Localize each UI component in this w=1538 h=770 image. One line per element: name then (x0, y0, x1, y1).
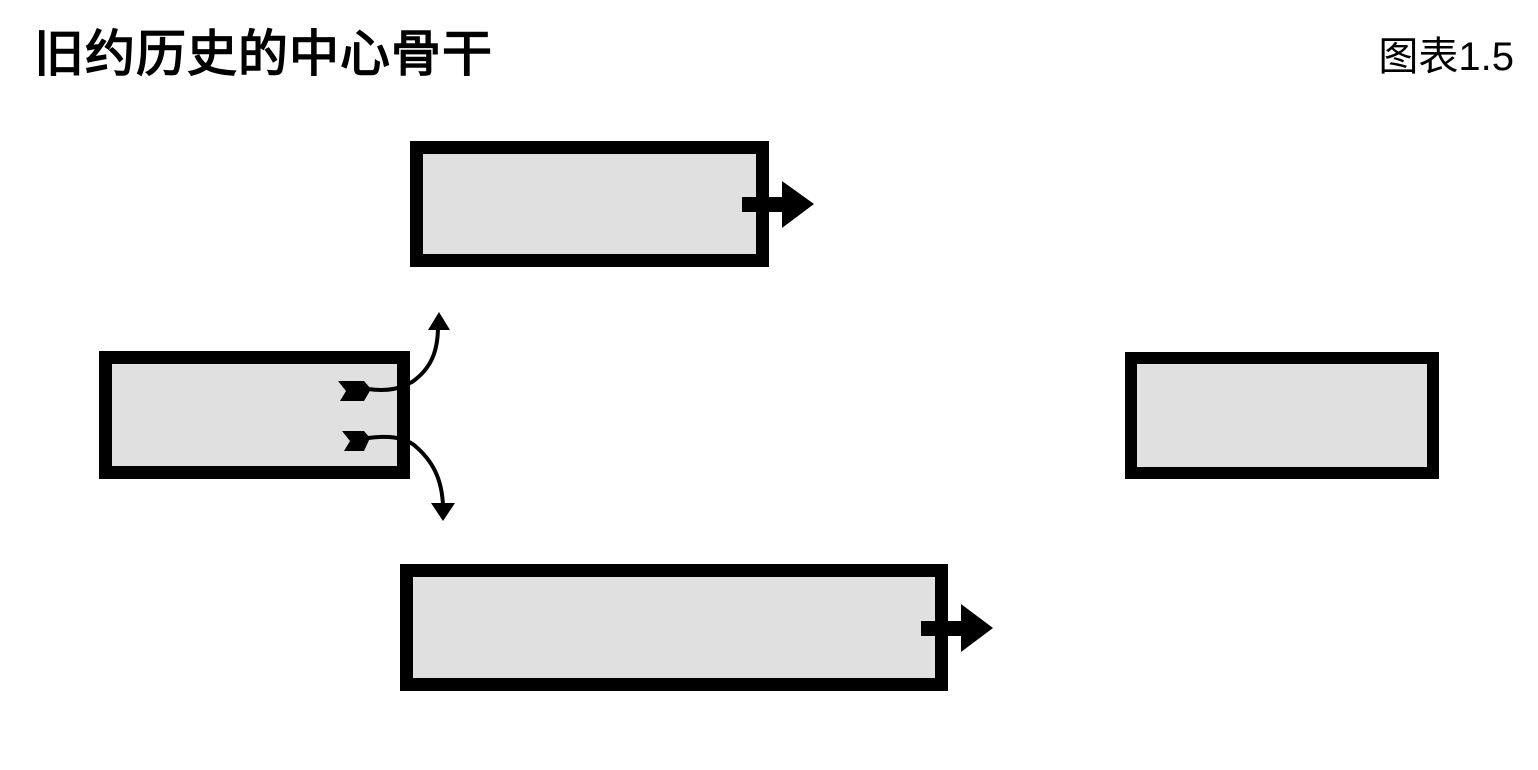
box-left (99, 351, 410, 479)
arrow-right-icon (742, 181, 814, 228)
arrow-right-icon (921, 604, 993, 652)
box-top (410, 141, 769, 267)
box-bottom (400, 564, 948, 691)
curved-arrow-down-icon (342, 431, 455, 521)
figure-label: 图表1.5 (1378, 35, 1514, 79)
page-title: 旧约历史的中心骨干 (34, 25, 493, 83)
box-right (1125, 352, 1439, 479)
curved-arrow-up-icon (338, 312, 450, 401)
